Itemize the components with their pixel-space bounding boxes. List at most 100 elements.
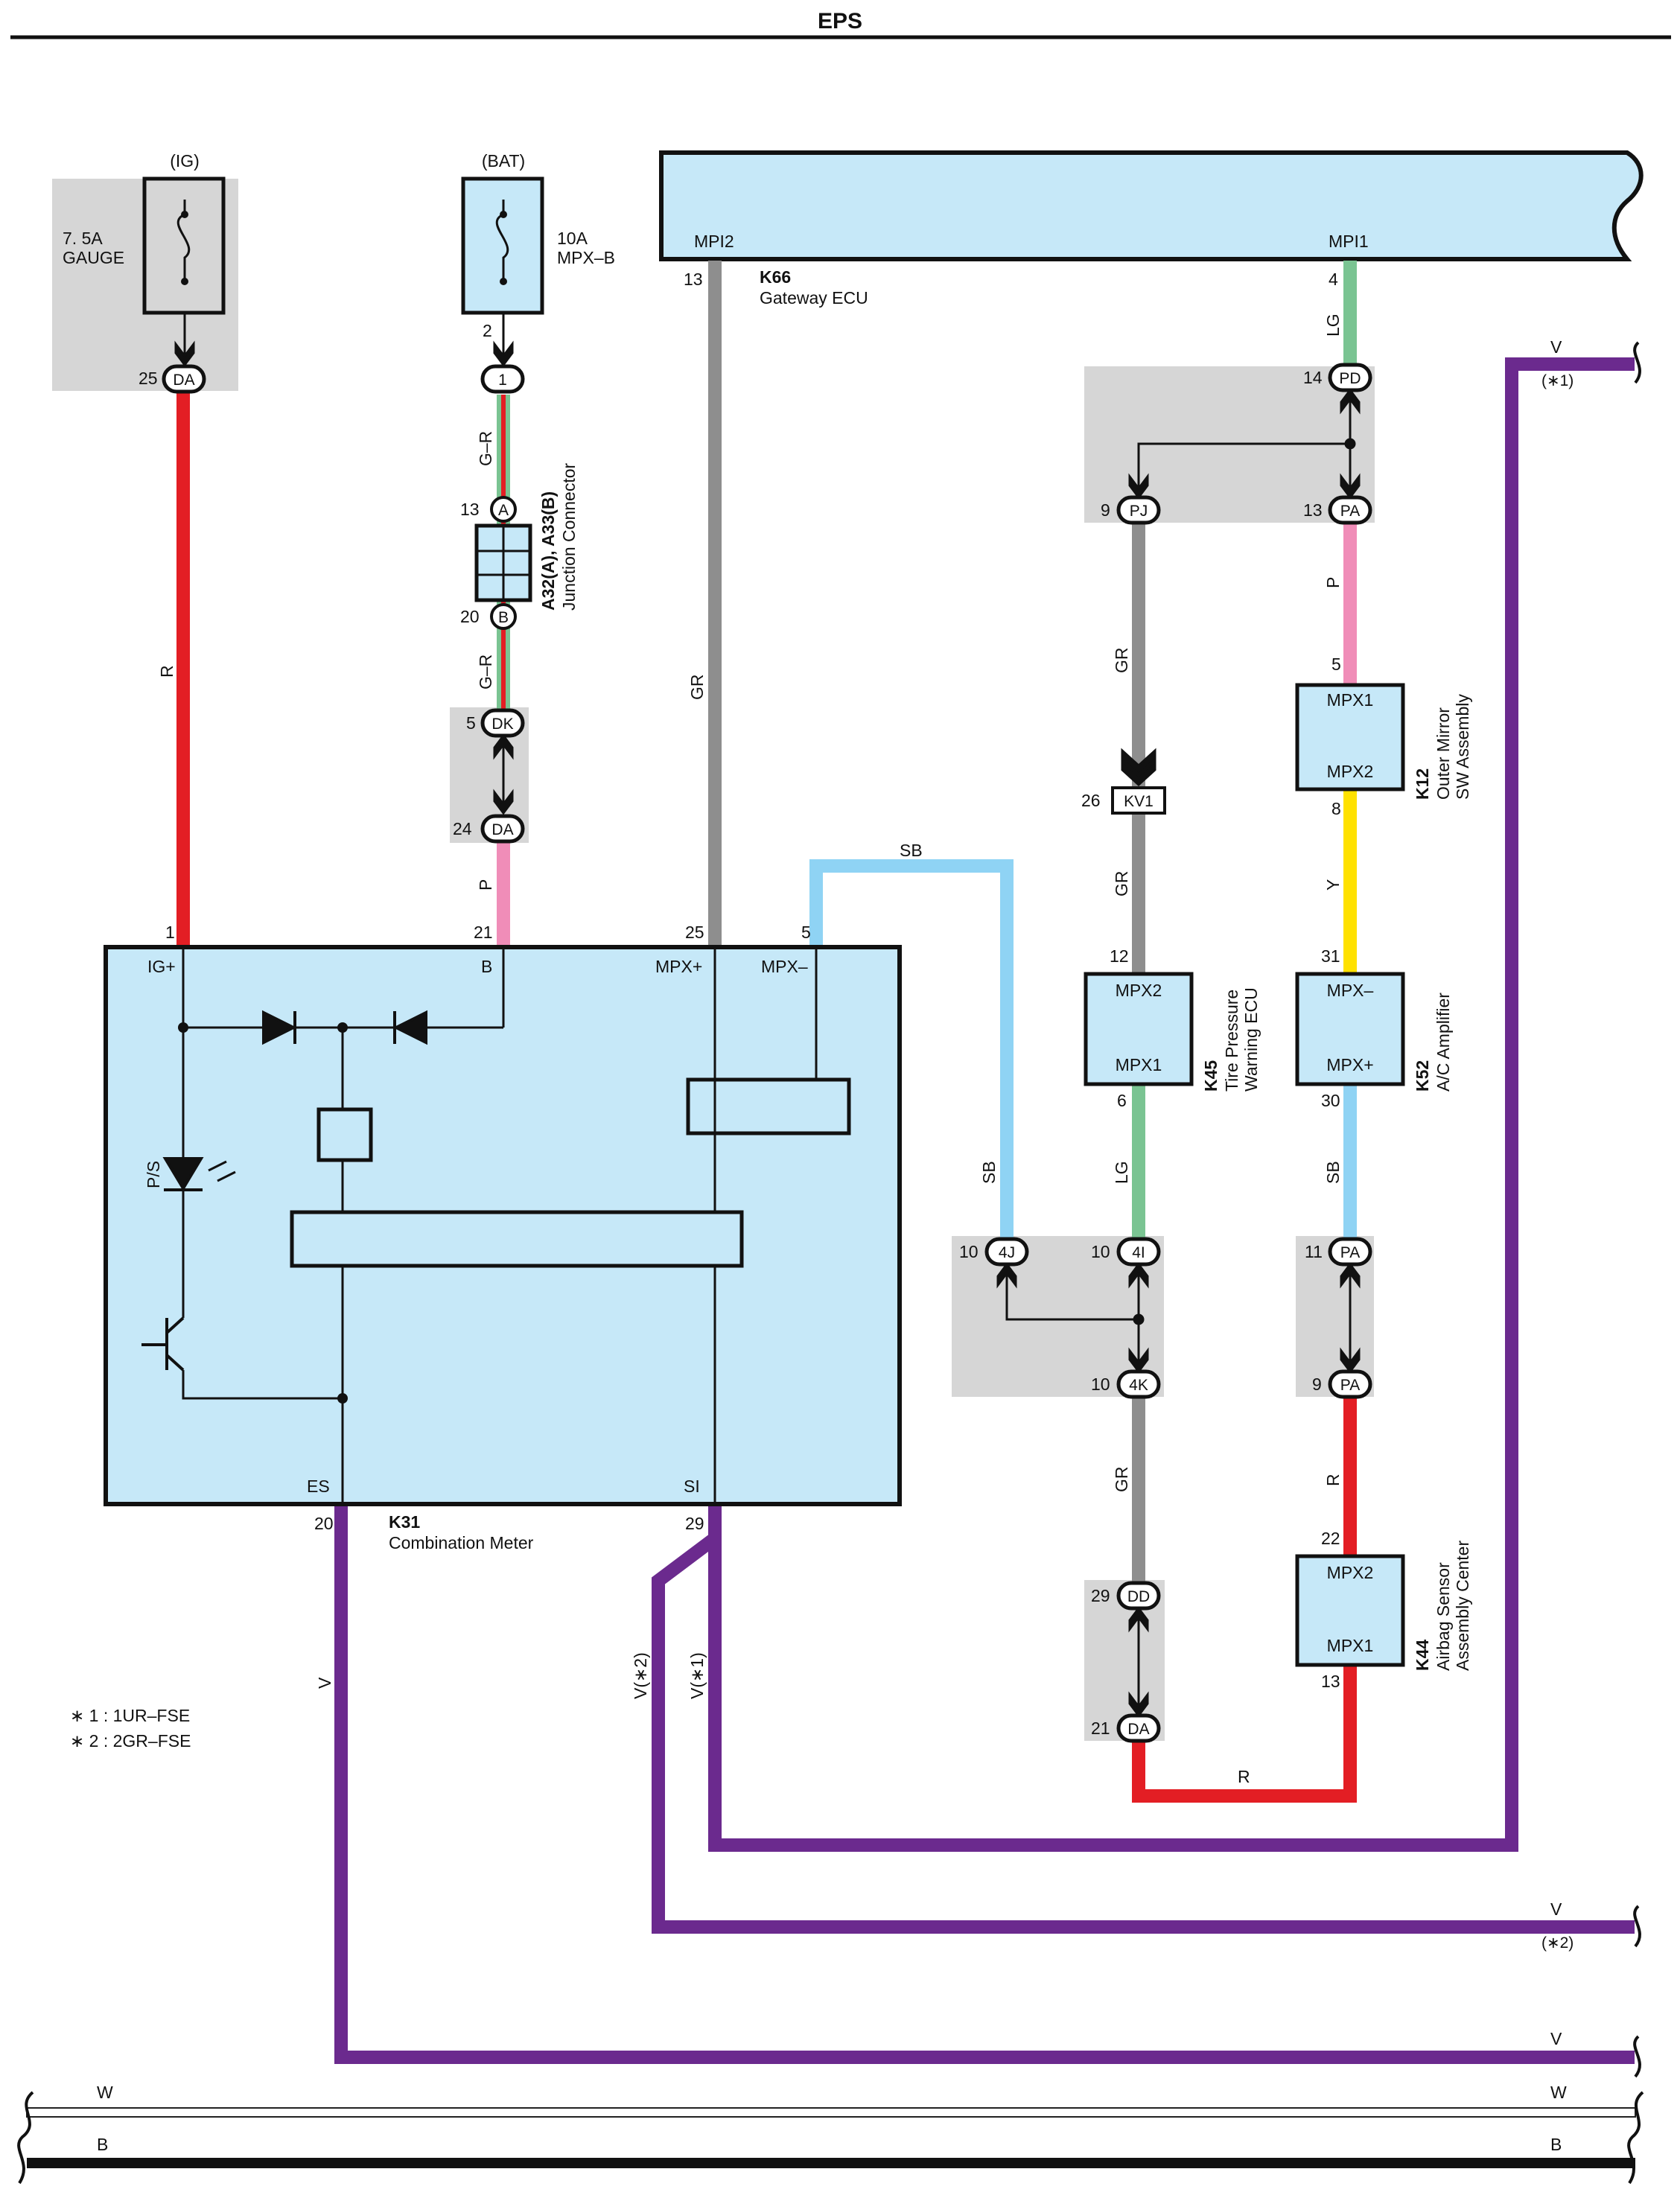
meter-dot-es	[337, 1393, 348, 1404]
conn-pa-top: PA	[1340, 503, 1360, 520]
arrow-4j	[996, 1262, 1017, 1289]
k52-pin-top: 31	[1321, 946, 1340, 966]
k44-mpx2: MPX2	[1327, 1563, 1374, 1582]
junction-name: Junction Connector	[559, 462, 579, 611]
arrow-pa-9	[1340, 1347, 1361, 1374]
k52-mpxp: MPX+	[1326, 1055, 1373, 1074]
k52-pin-bot: 30	[1321, 1091, 1340, 1110]
meter-pin-mpxp: 25	[685, 923, 704, 942]
link-4j-4i	[1005, 1273, 1139, 1321]
wire-label-v-es: V	[315, 1677, 334, 1689]
right-v1-label: V	[1550, 337, 1562, 357]
meter-transistor-emitter	[182, 1370, 343, 1400]
right-v3-label: V	[1550, 2029, 1562, 2048]
fuse-bat-rating: 10A	[557, 229, 588, 248]
right-v1-note: (∗1)	[1541, 372, 1574, 389]
k45-pin-top: 12	[1110, 946, 1129, 966]
gateway-mpi2-label: MPI2	[694, 232, 734, 251]
conn-da-ig: DA	[173, 372, 194, 389]
conn-pd: PD	[1339, 370, 1361, 387]
k44-pin-top: 22	[1321, 1529, 1340, 1548]
rail-b-right-label: B	[1550, 2135, 1562, 2154]
conn-pa-11-pin: 11	[1305, 1242, 1323, 1261]
wire-label-lg-top: LG	[1323, 313, 1343, 337]
k12-mpx1: MPX1	[1327, 690, 1374, 710]
arrow-da-21	[1128, 1691, 1149, 1718]
combination-meter-box	[104, 945, 902, 1506]
wire-label-p-pa: P	[1323, 577, 1343, 588]
k52-mpxm: MPX–	[1327, 981, 1374, 1000]
junction-term-b-label: B	[498, 609, 509, 626]
wire-label-p-bat: P	[476, 879, 495, 891]
arrow-kv1	[1121, 748, 1156, 787]
conn-4i-pin: 10	[1091, 1242, 1110, 1261]
conn-da-bat-pin: 24	[453, 819, 472, 838]
gateway-mpi1-label: MPI1	[1329, 232, 1369, 251]
ground-rails	[17, 341, 1644, 2185]
k12-id: K12	[1413, 768, 1432, 800]
conn-pa-9: PA	[1340, 1377, 1360, 1394]
meter-label-mpxm: MPX–	[761, 957, 808, 976]
conn-4i: 4I	[1132, 1244, 1145, 1261]
wire-label-gr-pj: GR	[1112, 648, 1131, 674]
k12-box	[1295, 683, 1405, 791]
k44-id: K44	[1413, 1640, 1432, 1671]
k44-pin-bot: 13	[1321, 1672, 1340, 1691]
arrow-4k	[1128, 1347, 1149, 1374]
wire-label-v1: V(∗1)	[687, 1652, 707, 1699]
wire-label-sb-left: SB	[979, 1161, 999, 1184]
gateway-name: Gateway ECU	[760, 288, 868, 308]
conn-da-21: DA	[1127, 1721, 1149, 1738]
meter-label-es: ES	[307, 1477, 330, 1496]
k45-name1: Tire Pressure	[1222, 990, 1241, 1092]
w-rail	[26, 2107, 1636, 2118]
wires	[176, 261, 1635, 2064]
conn-da-bat: DA	[491, 821, 513, 838]
wire-label-gr-bat1: G–R	[476, 431, 495, 466]
junction-term-a-label: A	[498, 502, 509, 519]
page-title: EPS	[818, 9, 862, 34]
meter-pin-mpxm: 5	[801, 923, 811, 942]
fuse-bat-pin: 2	[483, 321, 492, 340]
k45-pin-bot: 6	[1117, 1091, 1127, 1110]
meter-label-ps: P/S	[144, 1161, 163, 1188]
k45-mpx1: MPX1	[1116, 1055, 1162, 1074]
meter-ps-led	[162, 1157, 204, 1191]
fuse-ig-dot-top	[181, 211, 188, 218]
fuse-bat-box	[461, 176, 544, 315]
meter-comm-box	[686, 1077, 851, 1135]
pill-da-bat	[480, 814, 525, 844]
meter-dot-center	[337, 1022, 348, 1033]
k12-pin-top: 5	[1331, 654, 1341, 674]
k12-name2: SW Assembly	[1453, 694, 1472, 800]
conn-4j: 4J	[999, 1244, 1015, 1261]
conn-4k: 4K	[1129, 1377, 1148, 1394]
meter-label-si: SI	[684, 1477, 700, 1496]
meter-name: Combination Meter	[389, 1533, 534, 1552]
gateway-pin-4: 4	[1329, 270, 1338, 289]
kv1-box	[1111, 786, 1166, 815]
fuse-ig-pin: 25	[139, 369, 158, 388]
conn-4k-pin: 10	[1091, 1375, 1110, 1394]
k44-mpx1: MPX1	[1327, 1636, 1374, 1655]
v3-break	[1633, 2035, 1641, 2078]
meter-pin-si: 29	[685, 1514, 704, 1533]
k52-name1: A/C Amplifier	[1434, 993, 1453, 1092]
meter-diode-left	[262, 1010, 297, 1045]
conn-1-bat: 1	[498, 372, 507, 389]
fuse-bat-name: MPX–B	[557, 248, 615, 267]
meter-internals	[182, 947, 851, 1504]
arrow-pa-top	[1340, 473, 1361, 500]
wire-v-1	[708, 357, 1635, 1852]
fuse-ig-rating: 7. 5A	[63, 229, 103, 248]
fuse-bat-dot-bot	[500, 278, 507, 285]
rail-break-right	[1627, 2091, 1644, 2185]
wire-label-r-44: R	[1323, 1474, 1343, 1486]
wire-label-lg-45: LG	[1112, 1161, 1131, 1184]
conn-dd: DD	[1127, 1588, 1150, 1605]
gateway-pin-13: 13	[684, 270, 703, 289]
v1-break	[1633, 341, 1641, 384]
junction-id: A32(A), A33(B)	[538, 491, 558, 611]
conn-kv1-pin: 26	[1081, 791, 1101, 810]
meter-pin-b: 21	[474, 923, 493, 942]
